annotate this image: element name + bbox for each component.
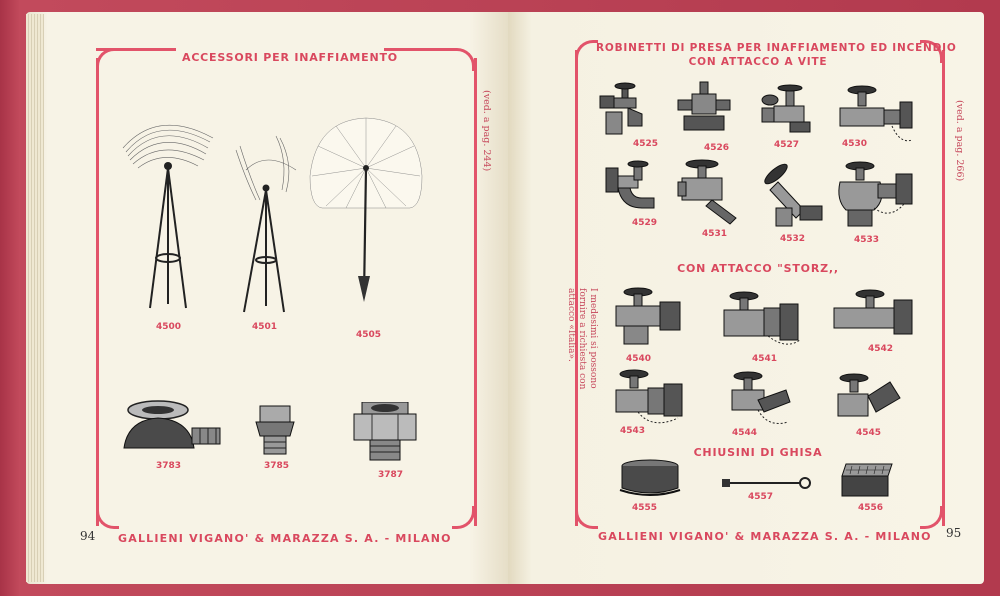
valve-4545-illustration (834, 372, 904, 428)
valve-4532-illustration (756, 158, 826, 230)
frame-corner (575, 506, 598, 529)
page-number-right: 95 (946, 526, 962, 540)
item-code: 4555 (632, 503, 658, 513)
valve-4542-illustration (830, 288, 916, 340)
valve-4525-illustration (598, 82, 648, 138)
storz-note-line: fornire a richiesta con (577, 288, 587, 390)
sprinkler-tripod-small-illustration (226, 130, 306, 320)
frame-corner (452, 48, 475, 71)
item-code: 4505 (356, 330, 382, 340)
valve-4540-illustration (612, 286, 684, 348)
item-code: 4544 (732, 428, 758, 438)
item-code: 4501 (252, 322, 278, 332)
hex-nozzle-fitting-illustration (352, 402, 418, 464)
item-code: 4525 (633, 139, 659, 149)
left-footer-publisher: GALLIENI VIGANO' & MARAZZA S. A. - MILAN… (118, 532, 452, 545)
right-side-note: (ved. a pag. 266) (954, 100, 965, 182)
item-code: 4545 (856, 428, 882, 438)
item-code: 4527 (774, 140, 800, 150)
item-code: 4533 (854, 235, 880, 245)
item-code: 4556 (858, 503, 884, 513)
frame-corner (920, 506, 943, 529)
left-side-note: (ved. a pag. 244) (481, 90, 492, 172)
right-page-title: ROBINETTI DI PRESA PER INAFFIAMENTO ED I… (596, 42, 957, 54)
frame-corner (575, 40, 598, 63)
item-code: 4541 (752, 354, 778, 364)
item-code: 4500 (156, 322, 182, 332)
cover-key-illustration (720, 476, 812, 490)
item-code: 4540 (626, 354, 652, 364)
item-code: 3785 (264, 461, 290, 471)
sprinkler-tripod-illustration (118, 108, 218, 318)
valve-4543-illustration (612, 368, 688, 432)
valve-4531-illustration (676, 158, 740, 226)
item-code: 4526 (704, 143, 730, 153)
item-code: 4542 (868, 344, 894, 354)
frame-corner (452, 506, 475, 529)
frame-line (384, 48, 454, 51)
item-code: 4529 (632, 218, 658, 228)
valve-4529-illustration (604, 160, 660, 216)
page-number-left: 94 (80, 529, 96, 543)
section-storz-heading: CON ATTACCO "STORZ,, (677, 262, 839, 275)
item-code: 4531 (702, 229, 728, 239)
valve-4541-illustration (720, 290, 804, 350)
valve-4544-illustration (728, 370, 794, 430)
right-footer-publisher: GALLIENI VIGANO' & MARAZZA S. A. - MILAN… (598, 530, 932, 543)
right-page-subtitle: CON ATTACCO A VITE (688, 56, 828, 68)
item-code: 4532 (780, 234, 806, 244)
item-code: 4557 (748, 492, 774, 502)
valve-4527-illustration (756, 80, 814, 136)
left-page-title: ACCESSORI PER INAFFIAMENTO (182, 51, 398, 64)
fan-sprinkler-stake-illustration (306, 116, 426, 306)
square-grate-cover-illustration (838, 460, 896, 500)
right-page-frame (575, 50, 945, 526)
storz-note-line: I medesimi si possono (588, 288, 598, 389)
storz-vertical-note: I medesimi si possono fornire a richiest… (565, 288, 598, 438)
item-code: 4543 (620, 426, 646, 436)
page-edges (26, 14, 44, 582)
manhole-cover-round-illustration (618, 458, 682, 498)
section-ghisa-heading: CHIUSINI DI GHISA (693, 446, 823, 459)
storz-note-line: attacco «Italia». (566, 288, 576, 362)
item-code: 3783 (156, 461, 182, 471)
valve-4526-illustration (676, 80, 732, 134)
item-code: 4530 (842, 139, 868, 149)
frame-corner (96, 506, 119, 529)
item-code: 3787 (378, 470, 404, 480)
valve-4533-illustration (834, 160, 918, 232)
frame-corner (920, 40, 943, 63)
ground-sprinkler-illustration (116, 398, 226, 458)
left-page-frame (96, 58, 477, 526)
valve-4530-illustration (836, 84, 916, 154)
frame-line (96, 48, 176, 51)
nozzle-fitting-illustration (252, 404, 298, 456)
